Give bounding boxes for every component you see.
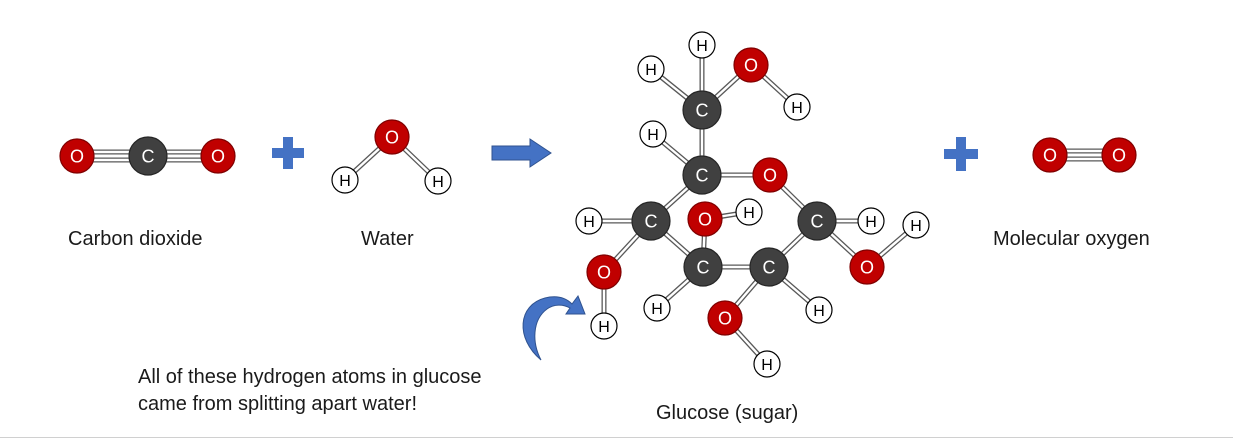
atom-symbol: O xyxy=(70,146,84,166)
oxygen-atom: O xyxy=(849,249,885,285)
atom-symbol: H xyxy=(651,301,663,318)
atom-symbol: H xyxy=(865,214,877,231)
curved-arrow-icon xyxy=(522,294,586,361)
carbon-atom: C xyxy=(749,247,789,287)
carbon-dioxide-label: Carbon dioxide xyxy=(68,228,203,250)
operator-layer xyxy=(272,137,978,361)
atom-symbol: O xyxy=(860,257,874,277)
hydrogen-atom: H xyxy=(688,31,716,59)
hydrogen-atom: H xyxy=(753,350,781,378)
oxygen-atom: O xyxy=(687,201,723,237)
atom-symbol: H xyxy=(910,218,922,235)
atom-symbol: C xyxy=(763,257,776,277)
atom-symbol: O xyxy=(1043,145,1057,165)
molecular-oxygen-label: Molecular oxygen xyxy=(993,228,1150,250)
atom-symbol: O xyxy=(211,146,225,166)
carbon-atom: C xyxy=(683,247,723,287)
atom-symbol: H xyxy=(743,205,755,222)
atom-symbol: O xyxy=(718,308,732,328)
carbon-atom: C xyxy=(682,155,722,195)
right-arrow-icon xyxy=(491,138,552,168)
atom-symbol: C xyxy=(696,165,709,185)
atom-symbol: C xyxy=(696,100,709,120)
glucose-label: Glucose (sugar) xyxy=(656,402,799,424)
atom-symbol: H xyxy=(645,62,657,79)
oxygen-atom: O xyxy=(1101,137,1137,173)
atom-symbol: H xyxy=(583,214,595,231)
hydrogen-atom: H xyxy=(857,207,885,235)
atom-symbol: C xyxy=(645,211,658,231)
hydrogen-atom: H xyxy=(805,296,833,324)
oxygen-atom: O xyxy=(59,138,95,174)
atom-symbol: O xyxy=(1112,145,1126,165)
water-label: Water xyxy=(361,228,414,250)
carbon-atom: C xyxy=(128,136,168,176)
oxygen-atom: O xyxy=(707,300,743,336)
hydrogen-atom: H xyxy=(639,120,667,148)
atom-symbol: H xyxy=(647,127,659,144)
hydrogen-atom: H xyxy=(783,93,811,121)
hydrogen-atom: H xyxy=(902,211,930,239)
hydrogen-atom: H xyxy=(331,166,359,194)
hydrogen-atom: H xyxy=(735,198,763,226)
oxygen-atom: O xyxy=(374,119,410,155)
atom-symbol: H xyxy=(339,173,351,190)
atom-symbol: H xyxy=(813,303,825,320)
note-line-2: came from splitting apart water! xyxy=(138,393,417,415)
atom-symbol: C xyxy=(142,146,155,166)
atom-symbol: H xyxy=(432,174,444,191)
oxygen-atom: O xyxy=(752,157,788,193)
oxygen-atom: O xyxy=(200,138,236,174)
hydrogen-origin-note: All of these hydrogen atoms in glucose c… xyxy=(138,364,482,418)
oxygen-atom: O xyxy=(586,254,622,290)
atom-symbol: O xyxy=(597,262,611,282)
atom-symbol: C xyxy=(697,257,710,277)
atom-symbol: O xyxy=(744,55,758,75)
atom-symbol: O xyxy=(698,209,712,229)
atom-symbol: C xyxy=(811,211,824,231)
oxygen-atom: O xyxy=(733,47,769,83)
atom-symbol: H xyxy=(696,38,708,55)
hydrogen-atom: H xyxy=(575,207,603,235)
hydrogen-atom: H xyxy=(424,167,452,195)
carbon-atom: C xyxy=(682,90,722,130)
atom-symbol: O xyxy=(763,165,777,185)
carbon-atom: C xyxy=(631,201,671,241)
plus-icon xyxy=(944,137,978,171)
note-line-1: All of these hydrogen atoms in glucose xyxy=(138,366,482,388)
carbon-atom: C xyxy=(797,201,837,241)
atom-layer: O C O O H H H H O H C H C O H C O H C H H C C O O H H O H H O O xyxy=(59,31,1137,378)
atom-symbol: O xyxy=(385,127,399,147)
bottom-divider xyxy=(0,437,1233,438)
atom-symbol: H xyxy=(598,319,610,336)
oxygen-atom: O xyxy=(1032,137,1068,173)
atom-symbol: H xyxy=(761,357,773,374)
hydrogen-atom: H xyxy=(590,312,618,340)
atom-symbol: H xyxy=(791,100,803,117)
hydrogen-atom: H xyxy=(637,55,665,83)
hydrogen-atom: H xyxy=(643,294,671,322)
plus-icon xyxy=(272,137,304,169)
